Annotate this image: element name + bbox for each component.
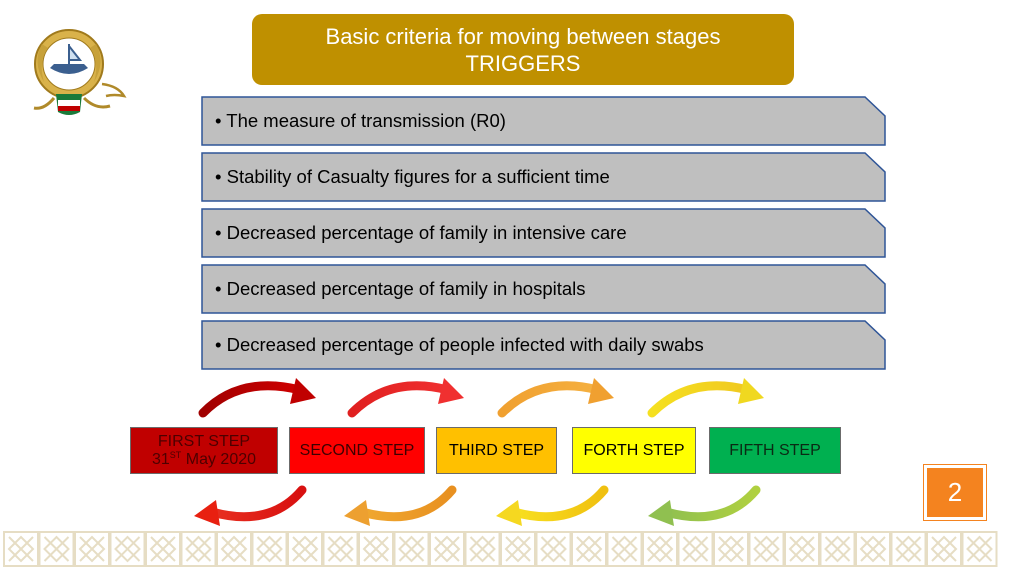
- step-date-suffix: ST: [169, 449, 182, 460]
- step-box-third: THIRD STEP: [436, 427, 557, 474]
- title-line-1: Basic criteria for moving between stages: [325, 23, 721, 49]
- curved-arrow-left-icon: [648, 485, 761, 526]
- page-number: 2: [947, 477, 963, 507]
- criterion-text: • The measure of transmission (R0): [215, 110, 506, 131]
- step-box-fourth: FORTH STEP: [572, 427, 696, 474]
- curved-arrow-left-icon: [344, 485, 457, 526]
- step-date: 31ST May 2020: [151, 449, 257, 469]
- criterion-text: • Decreased percentage of family in hosp…: [215, 278, 586, 299]
- curved-arrow-right-icon: [347, 378, 464, 418]
- criterion-bar: • The measure of transmission (R0): [201, 96, 886, 146]
- step-label: FIFTH STEP: [729, 441, 821, 459]
- emblem-logo-icon: [33, 29, 127, 115]
- step-date-rest: May 2020: [181, 450, 257, 468]
- criterion-text: • Decreased percentage of family in inte…: [215, 222, 627, 243]
- step-box-second: SECOND STEP: [289, 427, 425, 474]
- criterion-bar: • Stability of Casualty figures for a su…: [201, 152, 886, 202]
- step-label: FIRST STEP: [157, 432, 251, 450]
- criterion-text: • Stability of Casualty figures for a su…: [215, 166, 610, 187]
- step-label: THIRD STEP: [448, 441, 545, 459]
- criterion-bar: • Decreased percentage of family in inte…: [201, 208, 886, 258]
- criterion-text: • Decreased percentage of people infecte…: [215, 334, 704, 355]
- criterion-bar: • Decreased percentage of family in hosp…: [201, 264, 886, 314]
- criterion-bar: • Decreased percentage of people infecte…: [201, 320, 886, 370]
- step-label: FORTH STEP: [583, 441, 685, 459]
- title-line-2: TRIGGERS: [465, 50, 581, 76]
- curved-arrow-right-icon: [497, 378, 614, 418]
- step-label: SECOND STEP: [299, 441, 415, 459]
- curved-arrow-left-icon: [194, 485, 307, 526]
- curved-arrow-right-icon: [647, 378, 764, 418]
- step-date-day: 31: [151, 450, 170, 468]
- curved-arrow-right-icon: [198, 378, 316, 418]
- title-banner: Basic criteria for moving between stages…: [252, 14, 794, 85]
- curved-arrow-left-icon: [496, 485, 609, 526]
- ornamental-border-icon: [3, 531, 998, 567]
- page-number-badge: 2: [923, 464, 987, 521]
- step-box-first: FIRST STEP 31ST May 2020: [130, 427, 278, 474]
- step-box-fifth: FIFTH STEP: [709, 427, 841, 474]
